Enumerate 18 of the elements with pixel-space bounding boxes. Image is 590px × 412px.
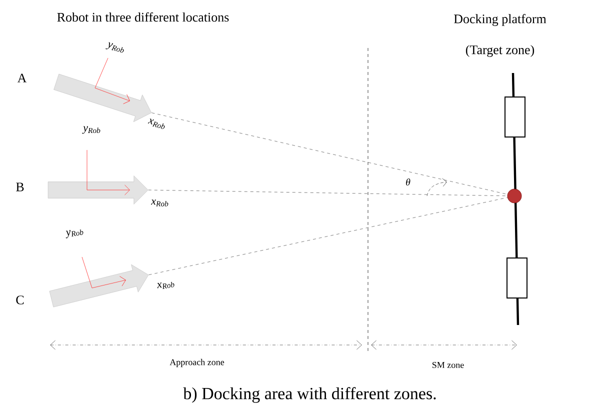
robot-arrow: [48, 176, 148, 204]
angle-label: θ: [406, 178, 410, 186]
dashed-line: [148, 190, 508, 196]
caption: b) Docking area with different zones.: [183, 387, 436, 403]
location-letter: B: [16, 182, 24, 192]
axis-label: x$_{Rob}$: [148, 118, 165, 129]
heading: Robot in three different locations: [57, 12, 229, 22]
location-letter: A: [17, 74, 27, 82]
axis-label: y$_{Rob}$: [66, 230, 84, 238]
robot-arrow: [49, 264, 149, 308]
docking-point: [507, 188, 522, 204]
dashed-line: [148, 197, 508, 276]
heading: (Target zone): [466, 45, 534, 57]
dashed-line: [152, 112, 508, 195]
zone-label: Approach zone: [170, 358, 224, 368]
location-letter: C: [16, 296, 24, 304]
heading: Docking platform: [454, 14, 546, 26]
zone-label: SM zone: [432, 362, 464, 368]
